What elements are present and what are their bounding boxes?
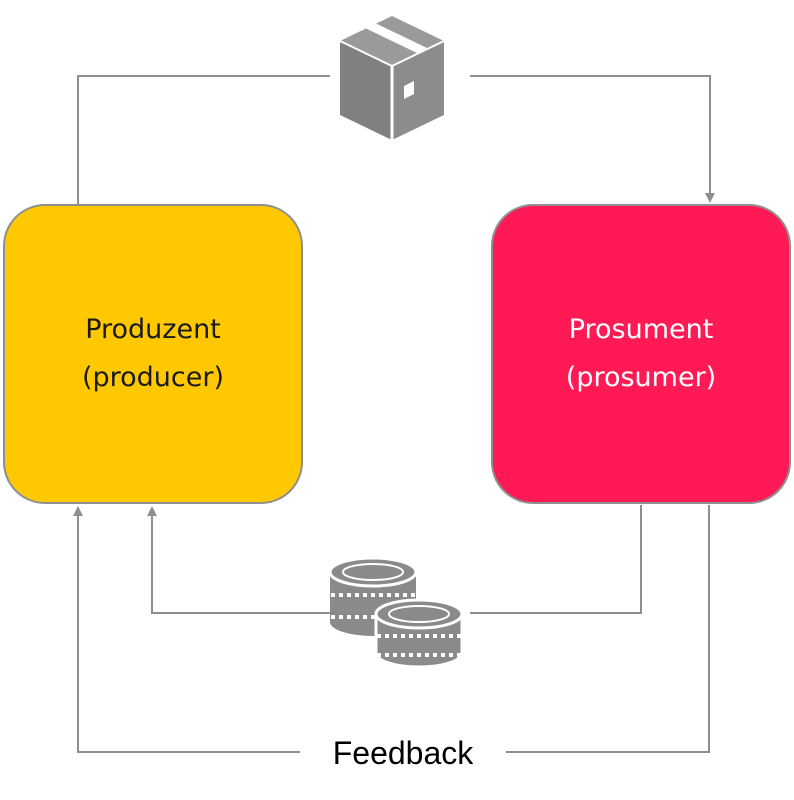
payment-flow-arrow: [147, 506, 330, 614]
prosumer-translation: (prosumer): [565, 362, 717, 393]
payment-flow-connector: [470, 505, 642, 614]
package-box-icon: [339, 16, 445, 140]
product-flow-connector: [77, 75, 330, 204]
prosumer-node: Prosument (prosumer): [491, 204, 791, 504]
producer-name: Produzent: [85, 314, 221, 345]
product-flow-arrow: [470, 75, 715, 203]
prosumer-name: Prosument: [568, 314, 714, 345]
feedback-label: Feedback: [300, 731, 506, 775]
producer-translation: (producer): [81, 362, 225, 393]
coin-stack-icon: [328, 556, 464, 669]
producer-node: Produzent (producer): [3, 204, 303, 504]
